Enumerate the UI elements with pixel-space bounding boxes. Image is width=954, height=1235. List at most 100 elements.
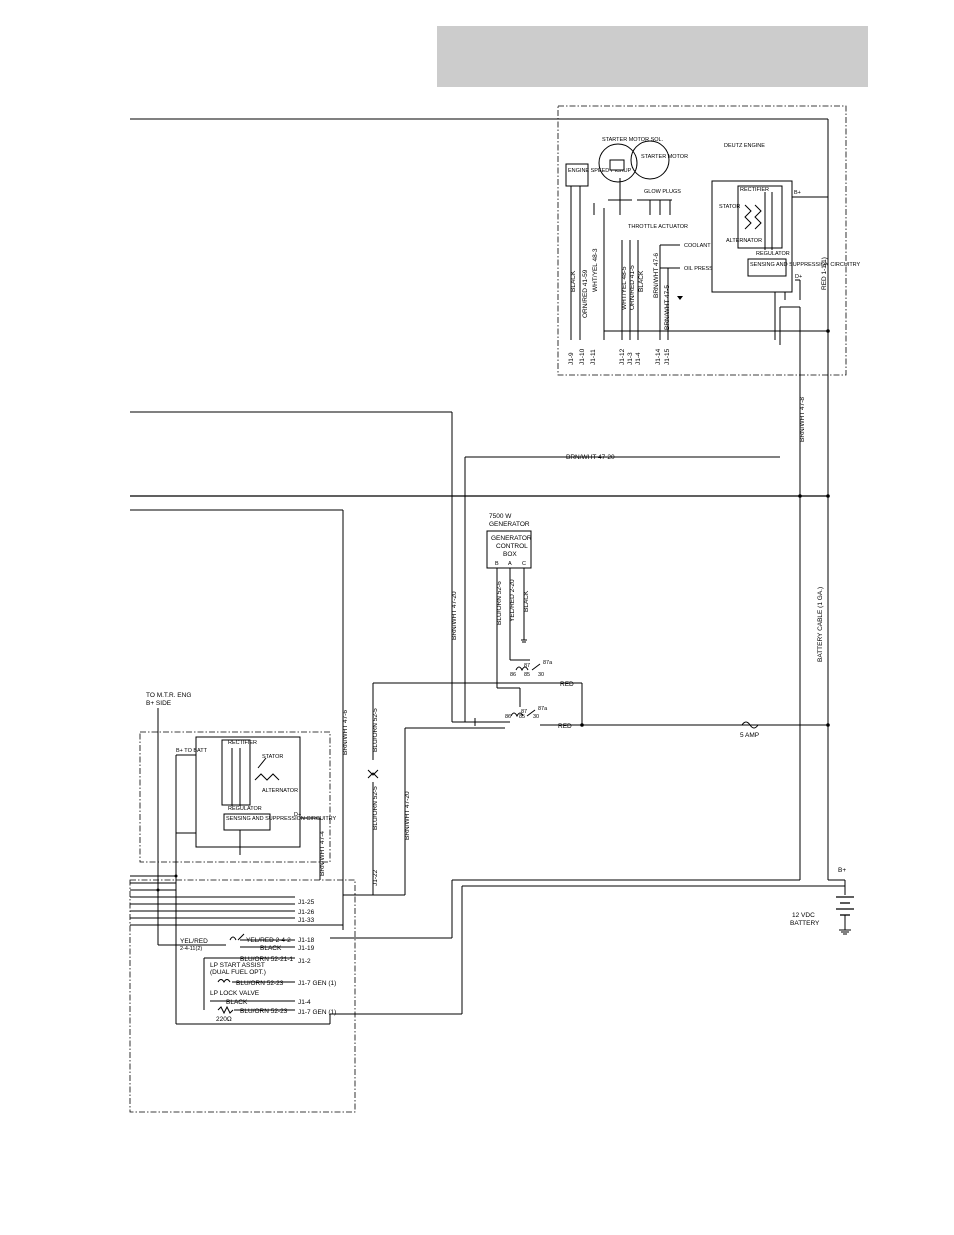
speed-pickup-label: ENGINE SPEED PICKUP [568,168,632,174]
regulator-top-label: REGULATOR [756,251,790,257]
pin-j1-18: J1-18 [298,937,315,944]
wire-label-black-2: BLACK [638,270,645,292]
wire-label-wht-yel-48-5: WHT/YEL 48-5 [621,266,628,310]
relay-lower-85: 85 [519,714,525,720]
pin-j1-19: J1-19 [298,945,315,952]
wire-blu-orn-52-23b: BLU/ORN 52-23 [240,1008,288,1015]
starter-motor-icon [630,140,670,180]
main-rails [130,118,830,930]
alt-d-plus-label: D+ [294,812,301,818]
engine-pin-j1-4: J1-4 [635,352,642,365]
wire-red-upper: RED [560,681,574,688]
stator-lower-label: STATOR [262,754,283,760]
wire-label-orn-red-41-59: ORN/RED 41-59 [582,269,589,318]
wire-brn-wht-47-20: BRN/WHT 47-20 [566,454,615,461]
relay-lower-30: 30 [533,714,539,720]
engine-right-wire-label: RED 1-1(1) [821,257,828,290]
engine-pin-j1-11: J1-11 [590,349,597,365]
engine-pin-j1-9: J1-9 [568,352,575,365]
generator-box-line2: CONTROL [496,543,528,550]
blu-orn-wiring: BLU/ORN 52-5 BLU/ORN 52-5 J1-22 BRN/WHT … [342,708,411,896]
wire-yel-red-2-20: YEL/RED 2-20 [509,579,516,622]
generator-box-line1: GENERATOR [491,535,532,542]
starter-solenoid-label: STARTER MOTOR SOL. [602,137,664,143]
engine-b-plus-label: B+ [794,190,801,196]
rectifier-lower-label: RECTIFIER [228,740,257,746]
lp-lock-valve-label: LP LOCK VALVE [210,990,260,997]
starter-motor-label: STARTER MOTOR [641,154,688,160]
pin-j1-25: J1-25 [298,899,315,906]
engine-pin-j1-10: J1-10 [579,348,586,365]
wire-yel-red-sub: 2-4-11(2) [180,946,202,952]
wire-battery-cable: BATTERY CABLE (1 GA.) [817,587,824,662]
relay-upper: 87a 87 86 85 30 RED [372,659,583,760]
generator-title-2: GENERATOR [489,521,530,528]
engine-pin-j1-12: J1-12 [619,348,626,365]
battery-label-1: 12 VDC [792,912,815,919]
engine-d-plus-label: D+ [795,274,802,280]
brn-wht-wiring: BRN/WHT 47-20 BRN/WHT 47-8 BRN/WHT 47-20 [451,307,806,880]
wire-label-brn-wht-47-5: BRN/WHT 47-5 [664,285,671,330]
wire-blu-orn-52-23: BLU/ORN 52-23 [236,980,284,987]
header-bar [437,26,868,87]
dual-fuel-label: (DUAL FUEL OPT.) [210,969,266,976]
wire-brn-wht-47-4: BRN/WHT 47-4 [319,831,326,876]
generator-terminal-b: B [495,561,499,567]
wire-brn-wht-47-20-vertical: BRN/WHT 47-20 [451,591,458,640]
regulator-lower-label: REGULATOR [228,806,262,812]
wire-black-lower: BLACK [260,945,282,952]
wire-blu-orn-52-5-upper: BLU/ORN 52-5 [372,708,379,752]
pin-j1-33: J1-33 [298,917,315,924]
wire-red-lower: RED [558,723,572,730]
relay-lower: 87a 87 86 85 30 RED 5 AMP BATTERY CABLE … [404,587,830,895]
pin-j1-4: J1-4 [298,999,311,1006]
wire-blu-orn-52-5-lower: BLU/ORN 52-5 [372,786,379,830]
lp-start-assist-label: LP START ASSIST [210,962,265,969]
wire-yel-red-relay: YEL/RED 2-4-2 [246,937,291,944]
wire-yel-red-left: YEL/RED [180,938,208,945]
glow-plugs-label: GLOW PLUGS [644,189,681,195]
pin-j1-7-gen-1: J1-7 GEN (1) [298,980,336,987]
relay-upper-87a: 87a [543,660,553,666]
stator-top-label: STATOR [719,204,740,210]
pin-j1-7-gen-1b: J1-7 GEN (1) [298,1009,336,1016]
wire-brn-wht-47-20-lower: BRN/WHT 47-20 [404,791,411,840]
deutz-engine-section: DEUTZ ENGINE ENGINE SPEED PICKUP STARTER… [557,105,861,376]
lower-left-section: TO M.T.R. ENG B+ SIDE RECTIFIER STATOR A… [129,692,356,1113]
relay-lower-87a: 87a [538,706,548,712]
relay-upper-87: 87 [524,663,530,669]
wire-brn-wht-47-6: BRN/WHT 47-6 [342,710,349,755]
wire-label-orn-red-41-5: ORN/RED 41-5 [629,265,636,310]
relay-lower-86: 86 [505,714,511,720]
alt-b-plus-label: B+ TO BATT [176,748,208,754]
generator-title-1: 7500 W [489,513,512,520]
wire-label-brn-wht-47-6: BRN/WHT 47-6 [653,253,660,298]
relay-upper-86: 86 [510,672,516,678]
generator-section: 7500 W GENERATOR GENERATOR CONTROL BOX B… [486,513,532,688]
battery-b-plus: B+ [838,867,846,874]
wire-j1-22: J1-22 [372,869,379,886]
alternator-top-label: ALTERNATOR [726,238,762,244]
wire-label-black: BLACK [570,270,577,292]
relay-upper-30: 30 [538,672,544,678]
sensing-lower-label: SENSING AND SUPPRESSION CIRCUITRY [226,816,337,822]
b-plus-side-label: B+ SIDE [146,700,172,707]
rectifier-top-label: RECTIFIER [740,187,769,193]
engine-pin-j1-3: J1-3 [627,352,634,365]
resistor-label: 220Ω [216,1016,232,1023]
wire-black-gen: BLACK [523,590,530,612]
generator-box-line3: BOX [503,551,517,558]
wire-black-lp: BLACK [226,999,248,1006]
wire-label-wht-yel-48-3: WHT/YEL 48-3 [592,248,599,292]
wire-blu-orn-52-21: BLU/ORN 52-21-1 [240,956,293,963]
sensing-top-label: SENSING AND SUPPRESSION CIRCUITRY [750,262,861,268]
alternator-lower-box [195,736,301,848]
engine-pin-j1-15: J1-15 [664,348,671,365]
speed-pickup-box [565,163,589,187]
pin-j1-2: J1-2 [298,958,311,965]
wire-blu-orn-52-6: BLU/ORN 52-6 [496,581,503,625]
engine-title: DEUTZ ENGINE [724,143,765,149]
to-mtr-label: TO M.T.R. ENG [146,692,191,699]
generator-control-box [486,530,532,569]
